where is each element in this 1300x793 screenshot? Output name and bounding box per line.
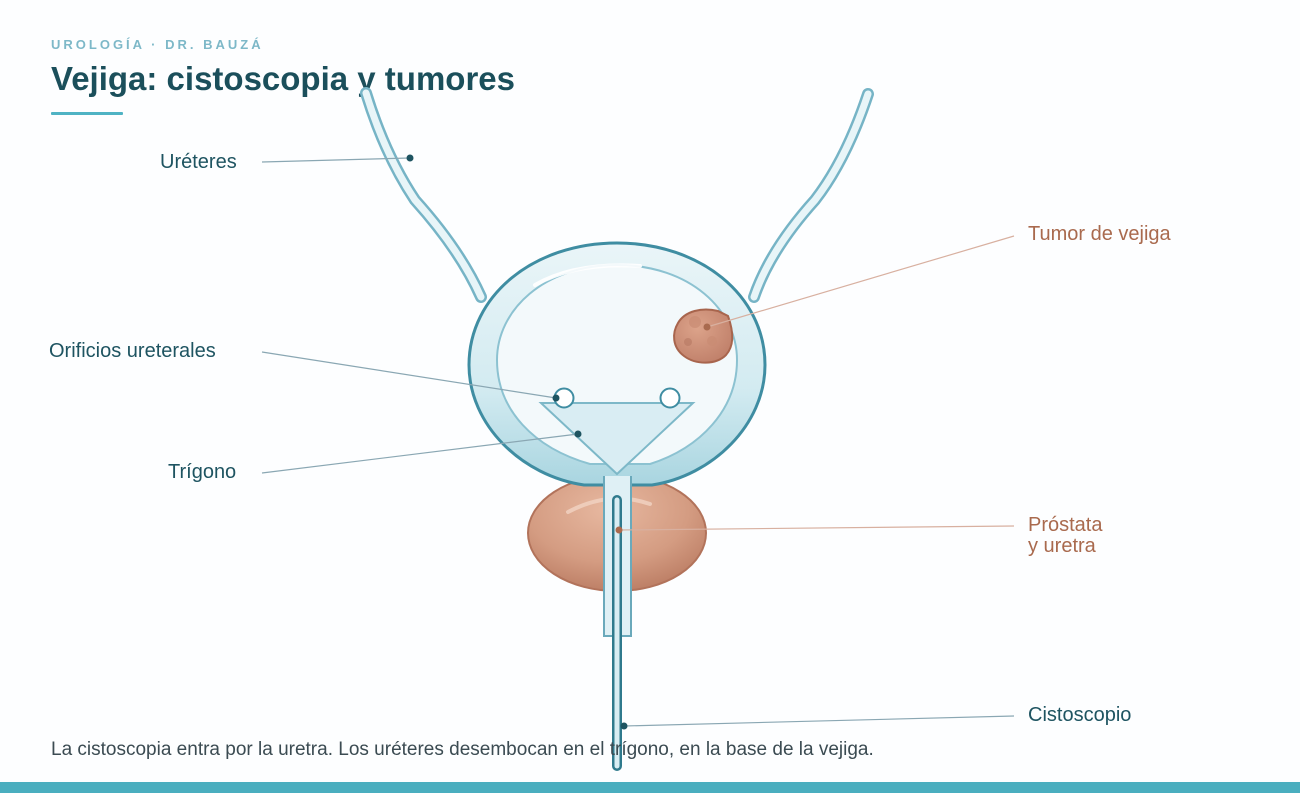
label-orificios-ureterales: Orificios ureterales: [49, 340, 216, 362]
title-underline: [51, 112, 123, 115]
trigone: [538, 402, 696, 476]
right-ureteral-orifice: [659, 387, 681, 409]
bladder-tumor: [673, 308, 734, 364]
label-prostata-line1: Próstata: [1028, 514, 1103, 536]
eyebrow-text: UROLOGÍA · DR. BAUZÁ: [51, 37, 264, 52]
leader-trigono-dot: [574, 430, 582, 438]
page-title: Vejiga: cistoscopia y tumores: [51, 60, 515, 97]
label-prostata-line2: y uretra: [1028, 535, 1096, 557]
leader-tumor: [706, 235, 1015, 328]
right-ureter: [748, 88, 874, 303]
label-cistoscopio: Cistoscopio: [1028, 704, 1132, 726]
leader-orificios: [261, 351, 557, 399]
leader-prostata: [618, 525, 1015, 531]
leader-cistoscopio: [623, 715, 1015, 727]
leader-trigono: [261, 433, 579, 474]
leader-cistoscopio-dot: [620, 722, 628, 730]
label-trigono: Trígono: [168, 461, 237, 483]
leader-ureteres-dot: [406, 154, 414, 162]
leader-tumor-dot: [703, 323, 711, 331]
leader-prostata-dot: [615, 526, 623, 534]
label-ureteres: Uréteres: [160, 151, 237, 173]
caption: La cistoscopia entra por la uretra. Los …: [51, 739, 874, 760]
leader-orificios-dot: [552, 394, 560, 402]
left-ureter: [360, 87, 487, 303]
bottom-accent-bar: [0, 782, 1300, 793]
label-tumor-de-vejiga: Tumor de vejiga: [1028, 223, 1171, 245]
leader-lines: [261, 154, 1015, 730]
leader-ureteres: [261, 157, 411, 163]
